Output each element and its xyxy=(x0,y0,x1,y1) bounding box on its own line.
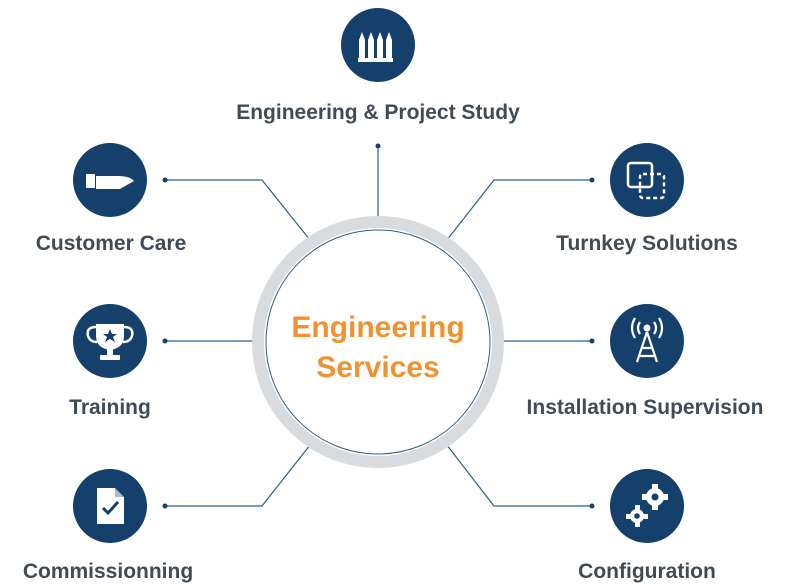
connector-commissionning xyxy=(165,439,315,507)
label-engineering-project-study: Engineering & Project Study xyxy=(236,101,520,124)
helping-hand-icon xyxy=(73,143,147,217)
label-turnkey-solutions: Turnkey Solutions xyxy=(556,232,738,255)
label-training: Training xyxy=(69,396,151,419)
label-customer-care: Customer Care xyxy=(35,232,187,255)
connector-dot xyxy=(162,177,168,183)
connector-dot xyxy=(589,503,595,509)
connector-dot xyxy=(162,503,168,509)
center-ring xyxy=(252,216,504,468)
connector-turnkey-solutions xyxy=(442,179,592,246)
overlapping-squares-icon xyxy=(610,143,684,217)
connector-dot xyxy=(589,177,595,183)
connector-configuration xyxy=(442,439,592,507)
trophy-icon xyxy=(73,304,147,378)
connector-dot xyxy=(162,338,168,344)
label-commissionning: Commissionning xyxy=(22,560,194,583)
connectors xyxy=(165,146,592,507)
connector-dots xyxy=(162,143,595,509)
label-configuration: Configuration xyxy=(578,560,716,583)
pencils-icon xyxy=(341,8,415,82)
connector-customer-care xyxy=(165,179,315,246)
label-installation-supervision: Installation Supervision xyxy=(526,396,764,419)
connector-dot xyxy=(589,338,595,344)
center-ring-inner xyxy=(265,229,491,455)
gears-icon xyxy=(610,469,684,543)
center-title: Engineering Services xyxy=(291,308,464,388)
checked-document-icon xyxy=(73,469,147,543)
connector-dot xyxy=(375,143,381,149)
center-title-line1: Engineering xyxy=(291,311,465,344)
radio-tower-icon xyxy=(610,304,684,378)
center-title-line2: Services xyxy=(316,351,440,384)
